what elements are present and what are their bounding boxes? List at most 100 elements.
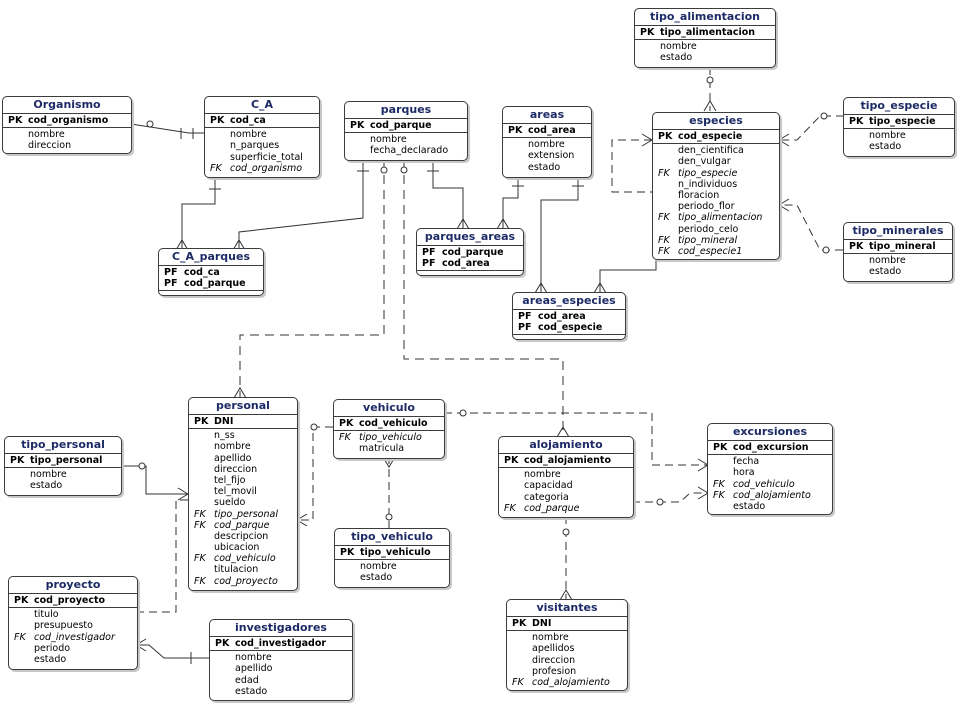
attribute[interactable]: ubicacion [189,542,297,553]
attribute[interactable]: nombre [210,652,352,663]
attribute[interactable]: n_parques [205,140,319,151]
attribute[interactable]: estado [844,266,952,277]
attribute[interactable]: nombre [844,255,952,266]
attribute[interactable]: den_vulgar [653,156,779,167]
attribute[interactable]: extension [503,150,591,161]
attribute[interactable]: hora [708,467,832,478]
attribute[interactable]: nombre [507,632,627,643]
attribute[interactable]: nombre [5,469,121,480]
attribute[interactable]: presupuesto [9,620,137,631]
attribute[interactable]: tel_movil [189,486,297,497]
attribute[interactable]: estado [708,501,832,512]
attribute[interactable]: apellidos [507,643,627,654]
attribute[interactable]: profesion [507,666,627,677]
attribute[interactable]: matricula [334,443,444,454]
attribute[interactable]: nombre [499,469,633,480]
attribute[interactable]: periodo_celo [653,224,779,235]
attribute[interactable]: tel_fijo [189,475,297,486]
attribute[interactable]: estado [335,572,449,583]
attribute[interactable]: titulo [9,609,137,620]
attribute[interactable]: nombre [335,561,449,572]
attribute[interactable]: apellido [189,453,297,464]
attribute[interactable]: periodo [9,643,137,654]
attribute[interactable]: estado [635,52,775,63]
attribute[interactable]: estado [9,654,137,665]
attribute[interactable]: capacidad [499,480,633,491]
attribute[interactable]: descripcion [189,531,297,542]
attribute[interactable]: nombre [844,130,954,141]
attribute[interactable]: nombre [205,129,319,140]
attribute[interactable]: fecha [708,456,832,467]
attribute[interactable]: periodo_flor [653,201,779,212]
attribute[interactable]: nombre [345,134,467,145]
attribute[interactable]: superficie_total [205,152,319,163]
attribute[interactable]: direccion [189,464,297,475]
attribute[interactable]: sueldo [189,497,297,508]
attribute[interactable]: direccion [507,655,627,666]
attribute[interactable]: estado [5,480,121,491]
attribute[interactable]: categoria [499,492,633,503]
attribute[interactable]: fecha_declarado [345,145,467,156]
attribute[interactable]: titulacion [189,564,297,575]
attribute[interactable]: nombre [189,441,297,452]
attribute[interactable]: apellido [210,663,352,674]
attribute[interactable]: nombre [635,41,775,52]
attribute[interactable]: estado [210,686,352,697]
attribute[interactable]: edad [210,675,352,686]
attribute[interactable]: den_cientifica [653,145,779,156]
attribute[interactable]: nombre [3,129,131,140]
attribute[interactable]: nombre [503,139,591,150]
attribute[interactable]: floracion [653,190,779,201]
attribute[interactable]: n_individuos [653,179,779,190]
